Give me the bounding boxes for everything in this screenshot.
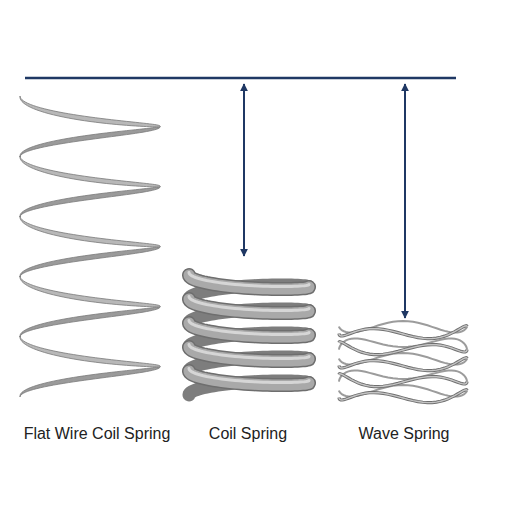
ribbon-turn: [20, 366, 160, 397]
wire-highlight: [189, 273, 309, 287]
wave-layer: [339, 326, 467, 339]
wave-spring: [339, 321, 467, 403]
ribbon-turn: [20, 306, 160, 337]
ribbon-turn: [20, 276, 160, 307]
spring-label: Flat Wire Coil Spring: [24, 424, 171, 443]
ribbon-turn: [20, 216, 160, 247]
wave-layer: [339, 342, 467, 355]
wire-highlight: [189, 369, 309, 383]
wave-layer: [339, 374, 467, 387]
spring-label: Coil Spring: [209, 424, 287, 443]
ribbon-turn: [20, 186, 160, 217]
height-arrow: [243, 84, 245, 256]
wave-layer: [339, 342, 467, 355]
wave-layer: [339, 374, 467, 387]
ribbon-turn: [20, 96, 160, 127]
wire-highlight: [189, 345, 309, 359]
wave-layer: [339, 358, 467, 371]
spring-label: Wave Spring: [359, 424, 450, 443]
ribbon-turn: [20, 126, 160, 157]
reference-line: [25, 77, 456, 80]
wave-layer: [339, 326, 467, 339]
height-arrow: [404, 84, 406, 318]
wave-layer: [339, 390, 467, 403]
wire-highlight: [189, 297, 309, 311]
ribbon-turn: [20, 336, 160, 367]
flat-wire-coil-spring: [20, 96, 160, 397]
wave-layer: [339, 390, 467, 403]
wire-highlight: [189, 321, 309, 335]
ribbon-turn: [20, 156, 160, 187]
coil-spring: [189, 273, 309, 396]
ribbon-turn: [20, 246, 160, 277]
wave-layer: [339, 358, 467, 371]
